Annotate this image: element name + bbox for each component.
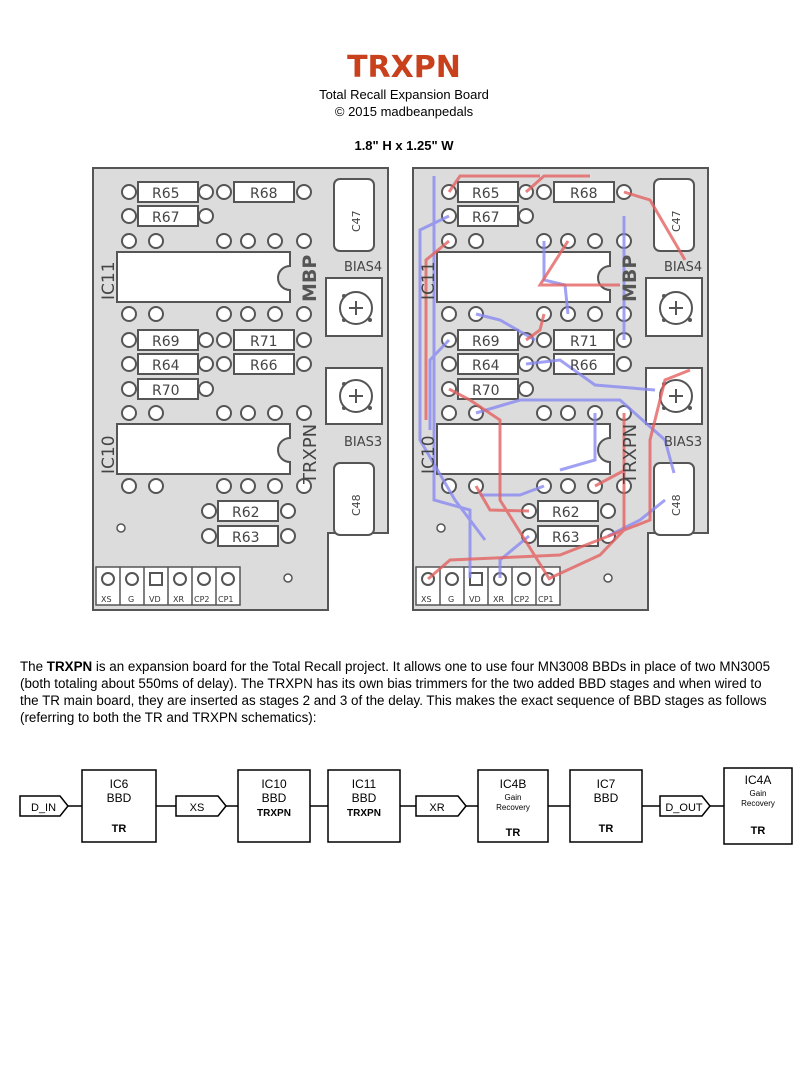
pcb-trace-layout — [412, 167, 709, 611]
trxpn-silkscreen: TRXPN — [620, 424, 641, 485]
r65-label: R65 — [152, 186, 180, 202]
trxpn-silkscreen: TRXPN — [300, 424, 321, 485]
c47-label: C47 — [670, 210, 683, 232]
r65-label: R65 — [472, 186, 500, 202]
r62-label: R62 — [552, 505, 580, 521]
r69-label: R69 — [152, 334, 180, 350]
ic4a-type2: Recovery — [741, 799, 775, 808]
ic10-label: IC10 — [419, 435, 439, 474]
signal-chain-diagram — [19, 767, 793, 845]
block-ic11 — [327, 769, 401, 843]
pad-g-label: G — [128, 595, 134, 604]
ic11-label: IC11 — [419, 261, 439, 300]
pad-cp2-label: CP2 — [514, 595, 530, 604]
bias4-label: BIAS4 — [664, 260, 702, 275]
ic7-board: TR — [599, 823, 614, 835]
pad-g-label: G — [448, 595, 454, 604]
r66-label: R66 — [570, 358, 598, 374]
pad-cp2-label: CP2 — [194, 595, 210, 604]
r64-label: R64 — [152, 358, 180, 374]
ic6-board: TR — [112, 823, 127, 835]
r70-label: R70 — [472, 383, 500, 399]
r68-label: R68 — [570, 186, 598, 202]
ic4a-board: TR — [751, 825, 766, 837]
r66-label: R66 — [250, 358, 278, 374]
block-ic4b — [477, 769, 549, 843]
ic10-board: TRXPN — [257, 808, 291, 819]
ic7-type: BBD — [594, 791, 619, 805]
red-traces — [424, 174, 691, 581]
ic4b-board: TR — [506, 827, 521, 839]
ic10-label: IC10 — [99, 435, 119, 474]
port-d-out — [659, 795, 711, 817]
r63-label: R63 — [232, 530, 260, 546]
ic11-board: TRXPN — [347, 808, 381, 819]
ic10-name: IC10 — [261, 777, 287, 791]
subtitle: Total Recall Expansion Board — [319, 87, 489, 102]
port-xr — [415, 795, 467, 817]
description-paragraph: The TRXPN is an expansion board for the … — [20, 658, 780, 726]
ic4a-name: IC4A — [745, 773, 772, 787]
r67-label: R67 — [152, 210, 180, 226]
copyright: © 2015 madbeanpedals — [334, 104, 474, 119]
r71-label: R71 — [250, 334, 278, 350]
r69-label: R69 — [472, 334, 500, 350]
port-xr-label: XR — [429, 802, 444, 814]
bias4-label: BIAS4 — [344, 260, 382, 275]
port-d-in — [19, 795, 69, 817]
block-ic4a — [723, 767, 793, 845]
r67-label: R67 — [472, 210, 500, 226]
port-xs-label: XS — [190, 802, 205, 814]
blue-traces — [418, 176, 676, 578]
description-pre: The — [20, 659, 47, 674]
r62-label: R62 — [232, 505, 260, 521]
ic11-type: BBD — [352, 791, 377, 805]
ic10-type: BBD — [262, 791, 287, 805]
ic7-name: IC7 — [597, 777, 616, 791]
signal-chain-labels: D_IN XS XR D_OUT IC6 BBD TR IC10 BBD TRX… — [31, 773, 775, 839]
pad-cp1-label: CP1 — [538, 595, 554, 604]
bias3-label: BIAS3 — [344, 435, 382, 450]
r63-label: R63 — [552, 530, 580, 546]
pad-cp1-label: CP1 — [218, 595, 234, 604]
ic4a-type: Gain — [750, 789, 767, 798]
port-d-in-label: D_IN — [31, 802, 56, 814]
port-xs — [175, 795, 227, 817]
mbp-logo-mark: MBP — [299, 255, 321, 302]
c47-label: C47 — [350, 210, 363, 232]
ic4b-name: IC4B — [500, 777, 527, 791]
description-body: is an expansion board for the Total Reca… — [20, 659, 771, 725]
r70-label: R70 — [152, 383, 180, 399]
pcb-left-labels: R65 R68 R67 R69 R71 R64 R66 R70 R62 R63 … — [99, 186, 382, 604]
c48-label: C48 — [670, 494, 683, 516]
port-d-out-label: D_OUT — [665, 802, 703, 814]
pad-xr-label: XR — [173, 595, 184, 604]
pad-xs-label: XS — [101, 595, 112, 604]
block-ic7 — [569, 769, 643, 843]
ic4b-type: Gain — [505, 793, 522, 802]
pad-vd-label: VD — [149, 595, 161, 604]
mbp-logo-mark: MBP — [619, 255, 641, 302]
ic6-name: IC6 — [110, 777, 129, 791]
board-dimensions: 1.8" H x 1.25" W — [354, 138, 454, 153]
pad-vd-label: VD — [469, 595, 481, 604]
block-ic10 — [237, 769, 311, 843]
c48-label: C48 — [350, 494, 363, 516]
ic11-name: IC11 — [352, 777, 377, 791]
logo-text: TRXPN — [347, 50, 461, 85]
ic11-label: IC11 — [99, 261, 119, 300]
r68-label: R68 — [250, 186, 278, 202]
ic6-type: BBD — [107, 791, 132, 805]
r71-label: R71 — [570, 334, 598, 350]
r64-label: R64 — [472, 358, 500, 374]
ic4b-type2: Recovery — [496, 803, 530, 812]
pad-xs-label: XS — [421, 595, 432, 604]
pcb-right-labels: R65 R68 R67 R69 R71 R64 R66 R70 R62 R63 … — [419, 186, 702, 604]
bias3-label: BIAS3 — [664, 435, 702, 450]
pad-xr-label: XR — [493, 595, 504, 604]
description-bold: TRXPN — [46, 659, 93, 674]
block-ic6 — [81, 769, 157, 843]
